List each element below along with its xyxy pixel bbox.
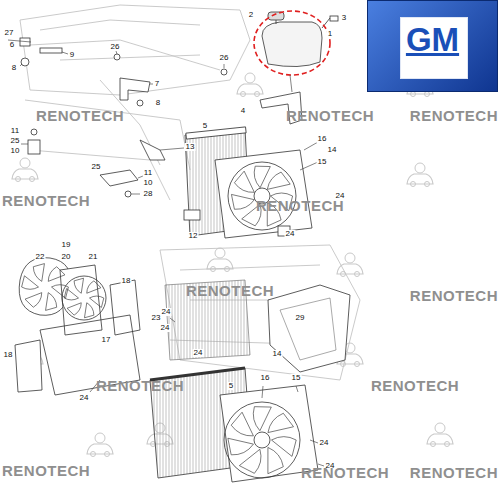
callout-number: 28 [143, 190, 154, 198]
callout-number: 25 [10, 137, 21, 145]
callout-number: 15 [317, 158, 328, 166]
fan-blade [22, 276, 39, 290]
callout-number: 25 [91, 163, 102, 171]
fan-blade [268, 413, 294, 432]
callout-number: 21 [88, 253, 99, 261]
callout-number: 2 [248, 11, 254, 19]
watermark: RENOTECH [96, 378, 184, 393]
callout-number: 24 [319, 439, 330, 447]
callout-number: 3 [341, 14, 347, 22]
watermark: RENOTECH [301, 465, 389, 480]
callout-number: 19 [61, 241, 72, 249]
logo-text: GM [368, 23, 497, 56]
fan-blade [46, 293, 57, 311]
fan-blade [231, 412, 253, 436]
callout-number: 14 [327, 146, 338, 154]
fan-blade [267, 172, 290, 189]
fan-blade [234, 171, 254, 192]
fan-blade [87, 281, 101, 293]
watermark: RENOTECH [410, 108, 498, 123]
fan-blade [231, 194, 254, 209]
callout-number: 27 [4, 29, 15, 37]
fan-blade [90, 296, 104, 307]
fan-blade [228, 438, 254, 455]
callout-number: 18 [121, 277, 132, 285]
callout-number: 17 [101, 336, 112, 344]
fan-blade [74, 278, 83, 293]
callout-number: 1 [327, 30, 333, 38]
fan-blade [67, 303, 81, 315]
callout-number: 26 [110, 43, 121, 51]
watermark-icon [427, 423, 453, 447]
fan-blade [254, 166, 270, 188]
callout-number: 24 [160, 324, 171, 332]
callout-number: 26 [219, 54, 230, 62]
callout-number: 20 [61, 253, 72, 261]
callout-number: 24 [193, 349, 204, 357]
callout-number: 16 [260, 374, 271, 382]
watermark: RENOTECH [256, 198, 344, 213]
fan-blade [268, 447, 283, 473]
fan-blade [64, 289, 78, 300]
callout-number: 10 [10, 147, 21, 155]
gm-logo: GM [367, 0, 498, 92]
callout-number: 18 [3, 351, 14, 359]
watermark: RENOTECH [2, 463, 90, 478]
callout-number: 14 [272, 350, 283, 358]
callout-number: 9 [69, 51, 75, 59]
fan-blade [272, 437, 297, 457]
callout-number: 24 [161, 308, 172, 316]
fan-blade [253, 407, 271, 431]
watermark: RENOTECH [371, 378, 459, 393]
watermark-icon [237, 73, 263, 97]
callout-number: 11 [143, 169, 153, 177]
fan-blade [25, 293, 42, 308]
callout-number: 15 [291, 374, 302, 382]
callout-number: 22 [35, 253, 46, 261]
watermark-icon [12, 158, 38, 182]
fan-blade [84, 303, 93, 318]
callout-number: 7 [154, 80, 160, 88]
watermark-icon [407, 163, 433, 187]
watermark: RENOTECH [410, 465, 498, 480]
callout-number: 29 [295, 314, 306, 322]
watermark: RENOTECH [186, 283, 274, 298]
callout-number: 13 [185, 143, 196, 151]
callout-number: 16 [317, 135, 328, 143]
callout-number: 5 [228, 382, 234, 390]
watermark-icon [87, 433, 113, 457]
watermark: RENOTECH [36, 108, 124, 123]
watermark: RENOTECH [2, 193, 90, 208]
callout-number: 5 [202, 122, 208, 130]
callout-number: 24 [79, 394, 90, 402]
callout-number: 24 [285, 230, 296, 238]
watermark: RENOTECH [410, 288, 498, 303]
callout-number: 11 [10, 127, 20, 135]
watermark: RENOTECH [286, 108, 374, 123]
callout-number: 8 [11, 64, 17, 72]
callout-number: 8 [155, 99, 161, 107]
callout-number: 4 [240, 107, 246, 115]
fan-blade [33, 264, 44, 282]
callout-number: 12 [188, 232, 199, 240]
callout-number: 10 [143, 179, 154, 187]
fan-blade [48, 267, 65, 282]
callout-number: 6 [9, 41, 15, 49]
